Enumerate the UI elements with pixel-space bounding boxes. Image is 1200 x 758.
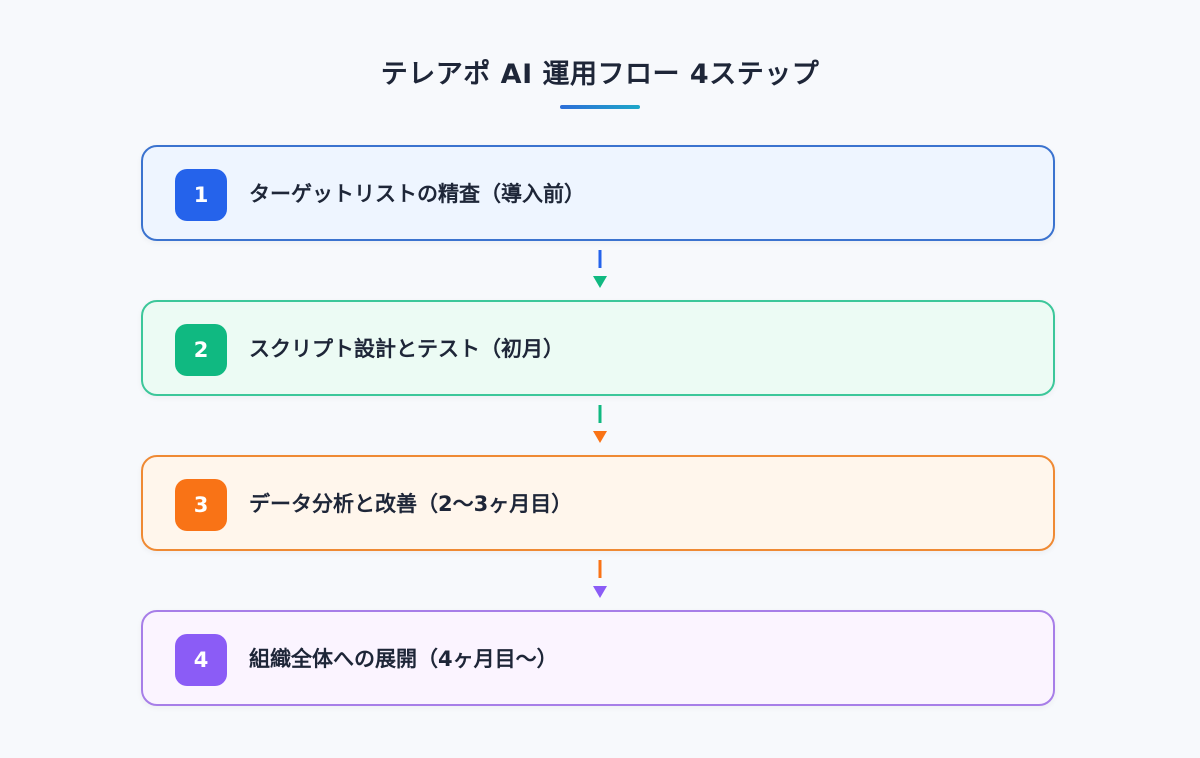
step-number-badge: 3 bbox=[175, 479, 227, 531]
step-label: 組織全体への展開（4ヶ月目〜） bbox=[249, 647, 558, 671]
step-label: スクリプト設計とテスト（初月） bbox=[249, 337, 564, 361]
step-card-1: 1 ターゲットリストの精査（導入前） bbox=[141, 145, 1055, 241]
arrow-down-icon bbox=[593, 560, 607, 598]
step-number-badge: 2 bbox=[175, 324, 227, 376]
arrow-down-icon bbox=[593, 250, 607, 288]
step-label: データ分析と改善（2〜3ヶ月目） bbox=[249, 492, 573, 516]
arrow-down-icon bbox=[593, 405, 607, 443]
step-number-badge: 4 bbox=[175, 634, 227, 686]
connector-arrowhead bbox=[593, 276, 607, 288]
step-label: ターゲットリストの精査（導入前） bbox=[249, 182, 585, 206]
step-card-4: 4 組織全体への展開（4ヶ月目〜） bbox=[141, 610, 1055, 706]
step-card-2: 2 スクリプト設計とテスト（初月） bbox=[141, 300, 1055, 396]
step-card-3: 3 データ分析と改善（2〜3ヶ月目） bbox=[141, 455, 1055, 551]
connector-arrowhead bbox=[593, 586, 607, 598]
step-number-badge: 1 bbox=[175, 169, 227, 221]
connector-arrowhead bbox=[593, 431, 607, 443]
title-underline bbox=[560, 105, 640, 109]
page-title: テレアポ AI 運用フロー 4ステップ bbox=[380, 59, 820, 90]
